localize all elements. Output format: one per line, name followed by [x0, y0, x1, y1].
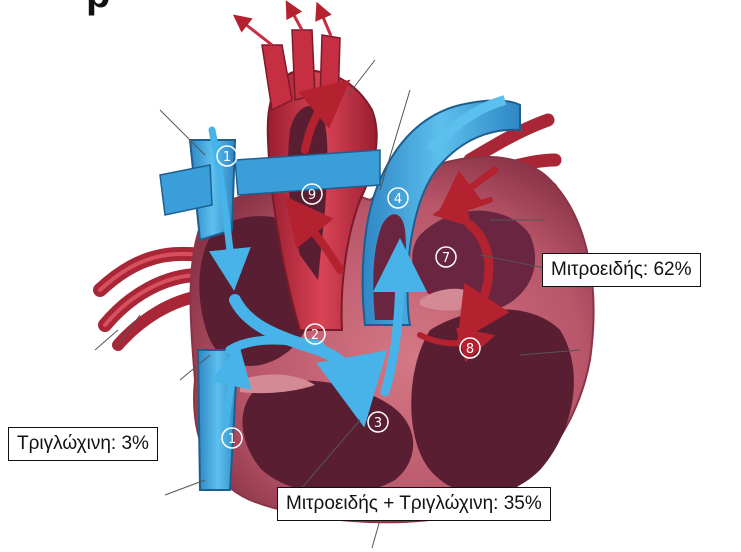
svg-text:1: 1	[223, 150, 231, 165]
svg-text:9: 9	[308, 188, 316, 203]
svg-text:3: 3	[374, 416, 382, 431]
svg-text:1: 1	[228, 432, 236, 447]
left-ventricle-chamber	[411, 309, 574, 494]
svg-text:7: 7	[442, 251, 450, 266]
svg-text:8: 8	[466, 342, 474, 357]
mitral-tricuspid-callout: Μιτροειδής + Τριγλώχινη: 35%	[277, 487, 551, 521]
svg-text:4: 4	[394, 192, 402, 207]
tricuspid-callout: Τριγλώχινη: 3%	[8, 427, 158, 461]
svg-text:2: 2	[311, 328, 319, 343]
mitral-callout: Μιτροειδής: 62%	[542, 253, 701, 287]
